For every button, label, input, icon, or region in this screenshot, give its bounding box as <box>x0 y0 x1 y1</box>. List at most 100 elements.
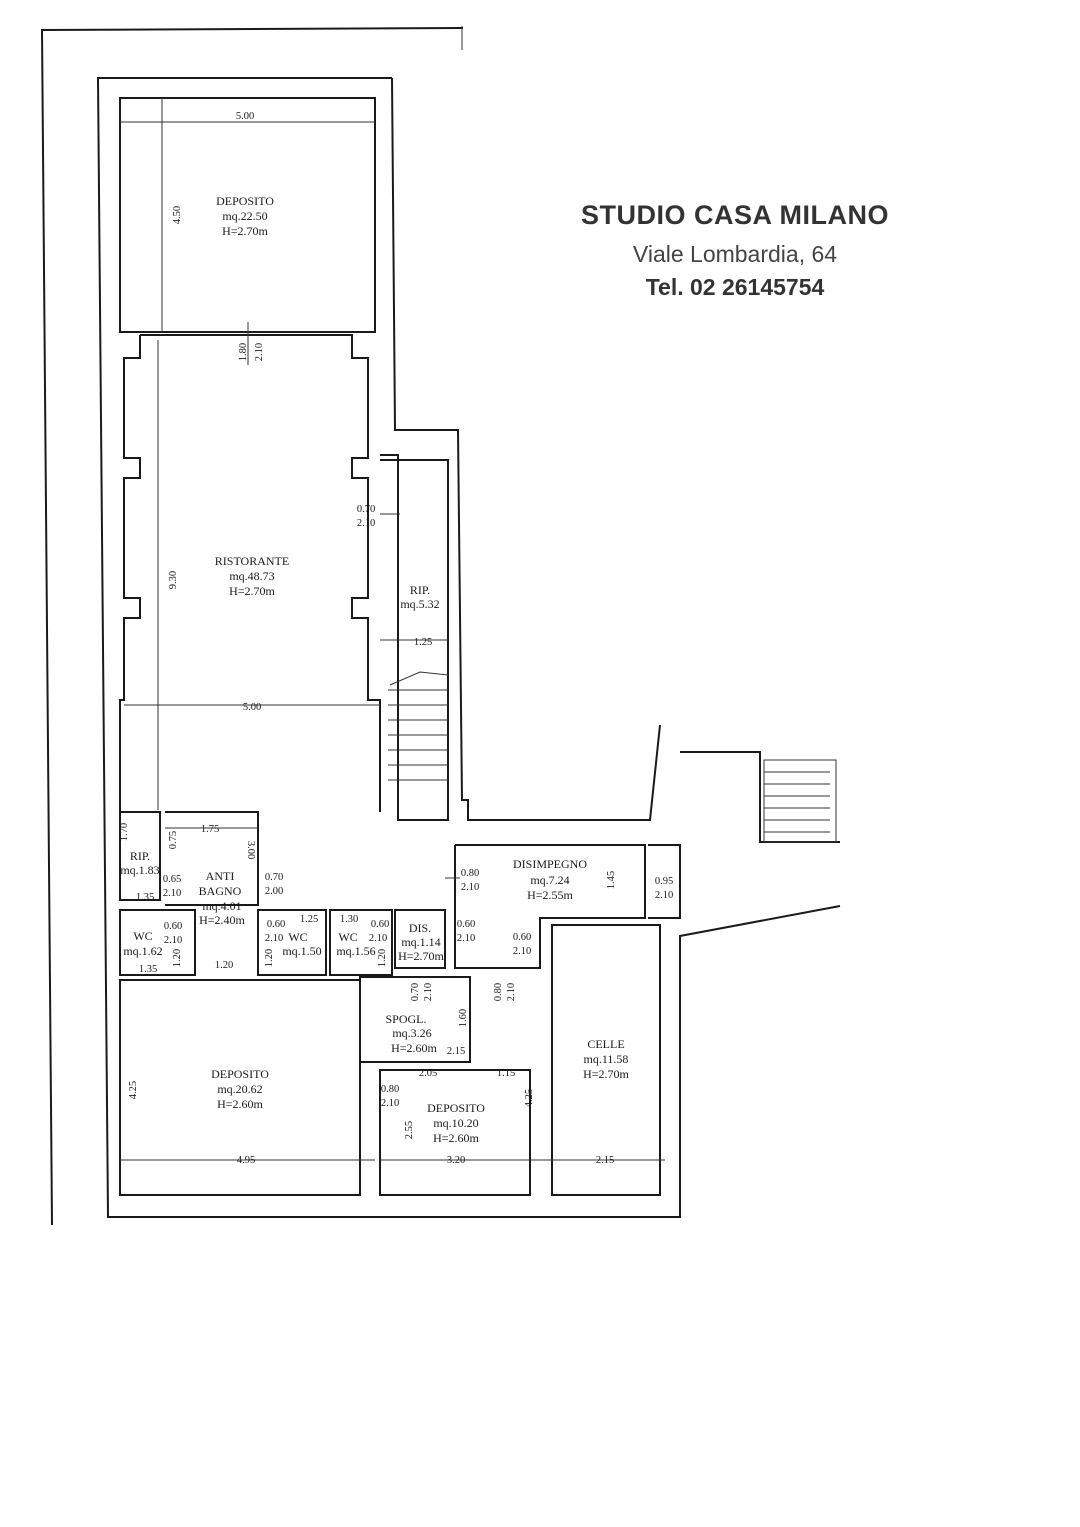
room-name: WC <box>338 930 357 944</box>
room-name: RIP. <box>130 849 150 863</box>
site-boundary <box>40 26 464 1226</box>
dim-label: 2.15 <box>447 1046 465 1057</box>
dim-label: 2.10 <box>381 1098 399 1109</box>
stamp-phone: Tel. 02 26145754 <box>645 274 825 300</box>
room-deposito-small: 2.05 1.15 0.80 2.10 2.55 DEPOSITO mq.10.… <box>379 1068 545 1196</box>
dim-label: 5.00 <box>236 111 254 122</box>
dim-label: 2.10 <box>655 890 673 901</box>
exterior-stairs <box>763 759 837 843</box>
room-outline <box>165 811 259 906</box>
dim-label: 1.25 <box>414 637 432 648</box>
dim-label: 1.20 <box>215 960 233 971</box>
dim-label: 1.80 <box>238 343 249 361</box>
dim-label: 0.80 <box>461 868 479 879</box>
room-name: DISIMPEGNO <box>513 857 587 871</box>
dim-label: 1.20 <box>377 949 388 967</box>
room-celle: CELLE mq.11.58 H=2.70m 2.15 <box>545 924 665 1196</box>
room-name: DEPOSITO <box>216 194 274 208</box>
room-disimpegno: 0.80 2.10 DISIMPEGNO mq.7.24 H=2.55m 1.4… <box>445 844 681 969</box>
room-area: mq.48.73 <box>229 569 274 583</box>
room-area: mq.1.83 <box>120 863 159 877</box>
room-name-line1: ANTI <box>206 869 235 883</box>
dim-label: 2.10 <box>164 935 182 946</box>
room-wc3-outline <box>329 909 393 976</box>
dim-label: 1.20 <box>264 949 275 967</box>
room-height: H=2.70m <box>222 224 268 238</box>
room-name-line2: BAGNO <box>199 884 242 898</box>
dim-label: 0.60 <box>371 919 389 930</box>
room-area: mq.5.32 <box>400 597 439 611</box>
room-area: mq.1.50 <box>282 944 321 958</box>
room-wall-west <box>119 335 141 812</box>
dim-label: 2.05 <box>419 1068 437 1079</box>
room-height: H=2.60m <box>391 1041 437 1055</box>
room-ristorante: 1.80 2.10 9.30 5.00 RISTORANTE mq.48.73 … <box>119 322 381 812</box>
room-name: DIS. <box>409 921 431 935</box>
outer-wall-east <box>391 77 661 821</box>
dim-label: 4.95 <box>237 1155 255 1166</box>
dim-label: 2.00 <box>265 886 283 897</box>
dim-label: 0.70 <box>265 872 283 883</box>
room-name: WC <box>133 929 152 943</box>
dim-label: 2.10 <box>423 983 434 1001</box>
room-wc2-outline <box>257 909 327 976</box>
dim-label: 2.10 <box>461 882 479 893</box>
dim-label: 5.00 <box>243 702 261 713</box>
room-outline <box>379 1069 531 1196</box>
room-height: H=2.40m <box>199 913 245 927</box>
dim-label: 1.35 <box>136 892 154 903</box>
dim-label: 9.30 <box>168 571 179 589</box>
dim-label: 2.55 <box>404 1121 415 1139</box>
dim-label: 2.10 <box>369 933 387 944</box>
room-rip-right: 0.70 2.10 1.25 RIP. mq.5.32 <box>357 454 449 821</box>
room-antibagno: 0.75 1.75 3.00 ANTI BAGNO mq.4.01 H=2.40… <box>165 811 283 927</box>
room-outline <box>380 454 449 821</box>
stair-landing-wall <box>680 751 840 843</box>
dim-label: 0.65 <box>163 874 181 885</box>
dim-label: 0.60 <box>457 919 475 930</box>
dim-label: 4.25 <box>128 1081 139 1099</box>
room-area: mq.20.62 <box>217 1082 262 1096</box>
dim-label: 0.95 <box>655 876 673 887</box>
dim-label: 0.75 <box>168 831 179 849</box>
dim-label: 2.10 <box>265 933 283 944</box>
dim-label: 1.60 <box>458 1009 469 1027</box>
dim-label: 0.70 <box>357 504 375 515</box>
room-area: mq.4.01 <box>202 899 241 913</box>
room-area: mq.1.14 <box>401 935 440 949</box>
dim-label: 3.00 <box>245 841 256 859</box>
room-outline <box>454 844 646 969</box>
stamp-address: Viale Lombardia, 64 <box>632 241 838 267</box>
room-deposito-left: 4.25 DEPOSITO mq.20.62 H=2.60m 4.95 <box>119 979 375 1196</box>
dim-label: 2.10 <box>357 518 375 529</box>
boundary-line <box>40 27 464 1226</box>
dim-label: 2.10 <box>163 888 181 899</box>
stair-arrow <box>389 671 449 686</box>
room-height: H=2.60m <box>217 1097 263 1111</box>
dim-label: 2.10 <box>457 933 475 944</box>
room-area: mq.22.50 <box>222 209 267 223</box>
dim-label: 1.45 <box>606 871 617 889</box>
room-name: WC <box>288 930 307 944</box>
room-name: RIP. <box>410 583 430 597</box>
dim-label: 4.50 <box>172 206 183 224</box>
dim-label: 0.80 <box>381 1084 399 1095</box>
studio-stamp: STUDIO CASA MILANO Viale Lombardia, 64 T… <box>570 200 900 301</box>
room-area: mq.3.26 <box>392 1026 431 1040</box>
dim-label: 0.70 <box>410 983 421 1001</box>
dim-label: 1.30 <box>340 914 358 925</box>
room-height: H=2.60m <box>433 1131 479 1145</box>
dim-label: 0.60 <box>513 932 531 943</box>
room-height: H=2.55m <box>527 888 573 902</box>
room-wc1-outline <box>119 909 196 976</box>
dim-label: 3.20 <box>447 1155 465 1166</box>
room-area: mq.7.24 <box>530 873 569 887</box>
room-name: DEPOSITO <box>211 1067 269 1081</box>
dim-label: 1.35 <box>139 964 157 975</box>
dim-label: 2.10 <box>513 946 531 957</box>
room-outline <box>119 979 361 1196</box>
room-height: H=2.70m <box>229 584 275 598</box>
dim-label: 1.15 <box>497 1068 515 1079</box>
room-annex-outline <box>648 844 681 919</box>
